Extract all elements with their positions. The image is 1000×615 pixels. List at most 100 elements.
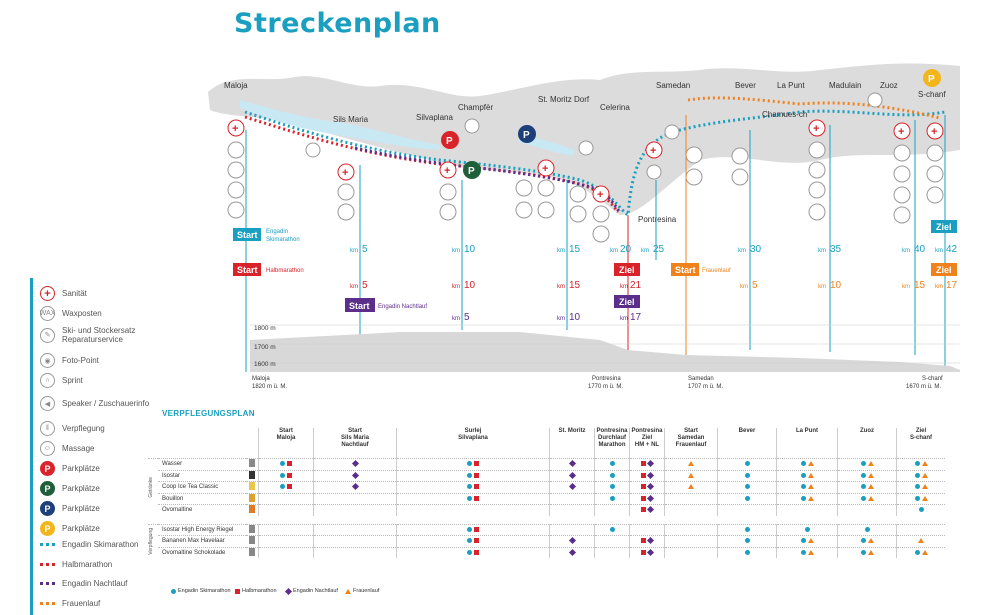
svg-text:P: P — [468, 166, 475, 177]
legend-item: Halbmarathon — [40, 560, 112, 569]
marker-skimarathon — [467, 538, 472, 544]
table-cell — [664, 458, 718, 470]
svg-text:P: P — [523, 130, 530, 141]
row-label: Bouillon — [158, 492, 246, 505]
verpflegung-icon — [439, 203, 457, 221]
svg-text:P: P — [928, 74, 935, 85]
table-cell — [629, 469, 665, 482]
table-cell — [258, 481, 314, 493]
table-cell — [776, 469, 838, 482]
speaker-icon — [569, 185, 587, 203]
km-unit: km — [818, 248, 826, 254]
table-cell — [629, 523, 665, 536]
sanitaet-icon: + — [808, 119, 826, 137]
profile-label: 1670 m ü. M. — [906, 384, 941, 390]
table-cell — [629, 492, 665, 505]
marker-frauenlauf — [867, 484, 874, 490]
repair-icon — [926, 165, 944, 183]
column-header: St. Moritz — [549, 428, 595, 459]
line-purple-icon — [40, 582, 55, 585]
verpflegung-icon — [808, 181, 826, 199]
place-label: Champfèr — [458, 103, 493, 112]
table-cell — [717, 523, 777, 536]
table-cell — [313, 504, 397, 516]
marker-frauenlauf — [921, 495, 928, 501]
camera-icon — [867, 92, 883, 108]
km-unit: km — [350, 248, 358, 254]
marker-frauenlauf — [867, 472, 874, 478]
row-label: Isostar High Energy Riegel — [158, 523, 246, 536]
table-cell — [629, 535, 665, 547]
table-cell — [258, 546, 314, 558]
speaker-icon — [808, 141, 826, 159]
place-label: Bever — [735, 81, 756, 90]
km-unit: km — [902, 284, 910, 290]
table-cell — [896, 481, 945, 493]
marker-skimarathon — [864, 526, 870, 532]
km-blue: 20 — [620, 244, 632, 255]
legend-label: Massage — [62, 444, 95, 453]
sanitaet-icon: + — [439, 161, 457, 179]
marker-halbmarathon — [641, 461, 646, 467]
repair-icon — [439, 183, 457, 201]
km-unit: km — [557, 248, 565, 254]
km-red: 15 — [569, 280, 581, 291]
sprint-icon: ∩ — [40, 373, 55, 388]
km-orange: 5 — [752, 280, 758, 291]
legend-item: ✎Ski- und Stockersatz Reparaturservice — [40, 326, 162, 344]
place-label: Celerina — [600, 103, 630, 112]
verpflegungsplan-title: VERPFLEGUNGSPLAN — [162, 409, 255, 418]
footer-legend-item: Engadin Skimarathon — [170, 588, 231, 594]
repair-icon — [305, 142, 321, 158]
sanitaet-icon: + — [645, 141, 663, 159]
marker-skimarathon — [467, 484, 472, 490]
table-cell — [594, 546, 630, 558]
camera-icon — [464, 118, 480, 134]
place-label: S-chanf — [918, 90, 946, 99]
table-cell — [717, 504, 777, 516]
marker-frauenlauf — [918, 538, 924, 544]
marker-skimarathon — [918, 507, 924, 513]
start-skimarathon-box: Start — [237, 230, 258, 240]
parking-red-icon: P — [40, 461, 55, 476]
marker-skimarathon — [744, 472, 750, 478]
table-cell — [396, 546, 550, 558]
table-cell — [837, 481, 897, 493]
km-unit: km — [610, 248, 618, 254]
camera-icon — [646, 164, 662, 180]
marker-frauenlauf — [867, 549, 874, 555]
route-map: Maloja Sils Maria Silvaplana Champfèr St… — [208, 63, 960, 390]
legend-label: Parkplätze — [62, 484, 100, 493]
sanitaet-icon: + — [592, 185, 610, 203]
table-cell — [594, 481, 630, 493]
table-cell — [776, 504, 838, 516]
row-label: Ovomaltine — [158, 504, 246, 516]
table-cell — [258, 492, 314, 505]
km-blue: 15 — [569, 244, 581, 255]
legend-item: Frauenlauf — [40, 599, 100, 608]
km-unit: km — [818, 284, 826, 290]
marker-nachtlauf — [646, 506, 655, 514]
marker-skimarathon — [800, 461, 806, 467]
km-unit: km — [452, 316, 460, 322]
table-cell — [396, 469, 550, 482]
marker-skimarathon — [744, 461, 750, 467]
place-label: La Punt — [777, 81, 805, 90]
marker-halbmarathon — [641, 507, 646, 513]
marker-nachtlauf — [568, 548, 576, 556]
marker-skimarathon — [914, 484, 920, 490]
row-label: Coop Ice Tea Classic — [158, 481, 246, 493]
km-blue: 25 — [653, 244, 665, 255]
table-cell — [313, 535, 397, 547]
line-orange-icon — [40, 602, 55, 605]
massage-icon: ☺ — [40, 441, 55, 456]
row-label: Bananen Max Havelaar — [158, 535, 246, 547]
km-unit: km — [935, 248, 943, 254]
profile-label: Pontresina — [592, 376, 621, 382]
